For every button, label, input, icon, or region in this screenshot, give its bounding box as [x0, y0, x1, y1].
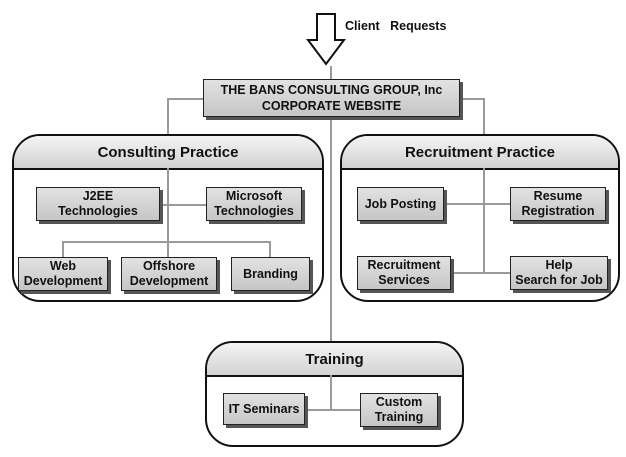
j2ee-technologies-box: J2EE Technologies	[36, 187, 160, 221]
recruitment-services-box: Recruitment Services	[357, 256, 451, 290]
corporate-website-header: THE BANS CONSULTING GROUP, Inc CORPORATE…	[203, 79, 460, 117]
branding-box: Branding	[231, 257, 310, 291]
web-development-box: Web Development	[18, 257, 108, 291]
job-posting-box: Job Posting	[357, 187, 444, 221]
down-arrow-icon	[306, 13, 346, 66]
training-title: Training	[207, 343, 462, 377]
offshore-development-box: Offshore Development	[121, 257, 217, 291]
microsoft-technologies-box: Microsoft Technologies	[206, 187, 302, 221]
client-requests-label: Client Requests	[345, 19, 447, 33]
recruitment-practice-title: Recruitment Practice	[342, 136, 618, 170]
help-search-for-job-box: Help Search for Job	[510, 256, 608, 290]
header-subtitle: CORPORATE WEBSITE	[261, 99, 402, 113]
it-seminars-box: IT Seminars	[223, 393, 305, 425]
custom-training-box: Custom Training	[360, 393, 438, 427]
header-title: THE BANS CONSULTING GROUP, Inc	[220, 83, 443, 97]
consulting-practice-title: Consulting Practice	[14, 136, 322, 170]
resume-registration-box: Resume Registration	[510, 187, 606, 221]
